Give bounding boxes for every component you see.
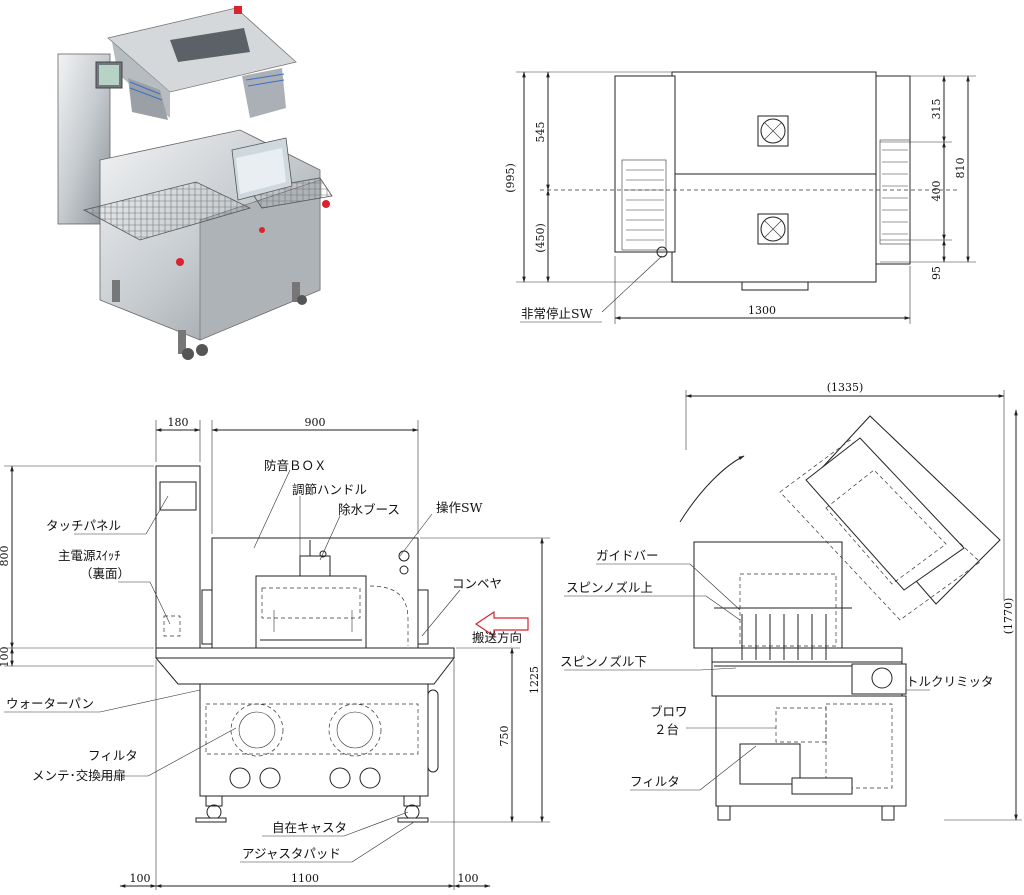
label-main-power-back: （裏面） xyxy=(80,566,130,581)
top-view: (995) 545 (450) 315 810 400 95 1300 非常停止… xyxy=(504,71,976,324)
emergency-stop-icon xyxy=(656,246,668,258)
transport-direction-arrow-icon xyxy=(474,610,529,638)
dim-100-bottom-right: 100 xyxy=(458,872,479,885)
dim-545: 545 xyxy=(534,122,547,143)
dim-100-bottom-left: 100 xyxy=(130,872,151,885)
dim-400: 400 xyxy=(930,181,943,202)
label-blower: ブロワ xyxy=(650,704,688,719)
dim-180: 180 xyxy=(168,416,189,429)
label-emergency-stop: 非常停止SW xyxy=(521,306,593,321)
label-water-pan: ウォーターパン xyxy=(6,696,94,711)
dim-315: 315 xyxy=(930,99,943,120)
label-filter-front: フィルタ xyxy=(88,748,138,763)
label-conveyor: コンベヤ xyxy=(452,576,502,591)
label-adjust-handle: 調節ハンドル xyxy=(292,482,367,497)
machine-photo xyxy=(57,6,333,360)
label-blower-count: ２台 xyxy=(654,722,679,737)
dim-1300: 1300 xyxy=(748,304,776,317)
dim-1770: (1770) xyxy=(1002,598,1015,635)
dim-95: 95 xyxy=(930,266,943,280)
dim-1335: (1335) xyxy=(827,381,864,394)
label-filter-maintenance-door: メンテ･交換用扉 xyxy=(32,768,126,783)
dim-1225: 1225 xyxy=(528,666,541,694)
label-spin-nozzle-lower: スピンノズル下 xyxy=(560,654,647,669)
fan-icon xyxy=(757,213,789,245)
label-operation-sw: 操作SW xyxy=(436,500,483,515)
label-main-power: 主電源ｽｲｯﾁ xyxy=(58,548,121,563)
fan-icon xyxy=(757,115,789,147)
dim-995: (995) xyxy=(504,163,517,193)
label-guide-bar: ガイドバー xyxy=(596,548,659,563)
dim-450: (450) xyxy=(534,223,547,253)
label-torque-limiter: トルクリミッタ xyxy=(906,674,994,689)
label-filter-side: フィルタ xyxy=(630,774,680,789)
dim-100-left: 100 xyxy=(0,647,11,668)
side-view: (1335) (1770) ガイドバー スピンノズル上 スピンノズル下 トルクリ… xyxy=(560,381,1022,821)
label-transport-direction: 搬送方向 xyxy=(472,630,522,645)
label-soundproof-box: 防音ＢＯＸ xyxy=(264,458,327,473)
dim-900: 900 xyxy=(305,416,326,429)
label-adjuster-pad: アジャスタパッド xyxy=(242,846,341,861)
dim-1100: 1100 xyxy=(291,872,319,885)
dim-810: 810 xyxy=(954,158,967,179)
label-touch-panel: タッチパネル xyxy=(46,518,121,533)
dim-750: 750 xyxy=(498,726,511,747)
label-spin-nozzle-upper: スピンノズル上 xyxy=(566,580,653,595)
front-view: 180 900 800 100 1225 750 100 1100 100 xyxy=(0,416,550,890)
label-water-removal-booth: 除水ブース xyxy=(338,502,400,517)
dim-800: 800 xyxy=(0,546,11,567)
label-caster: 自在キャスタ xyxy=(272,820,347,835)
